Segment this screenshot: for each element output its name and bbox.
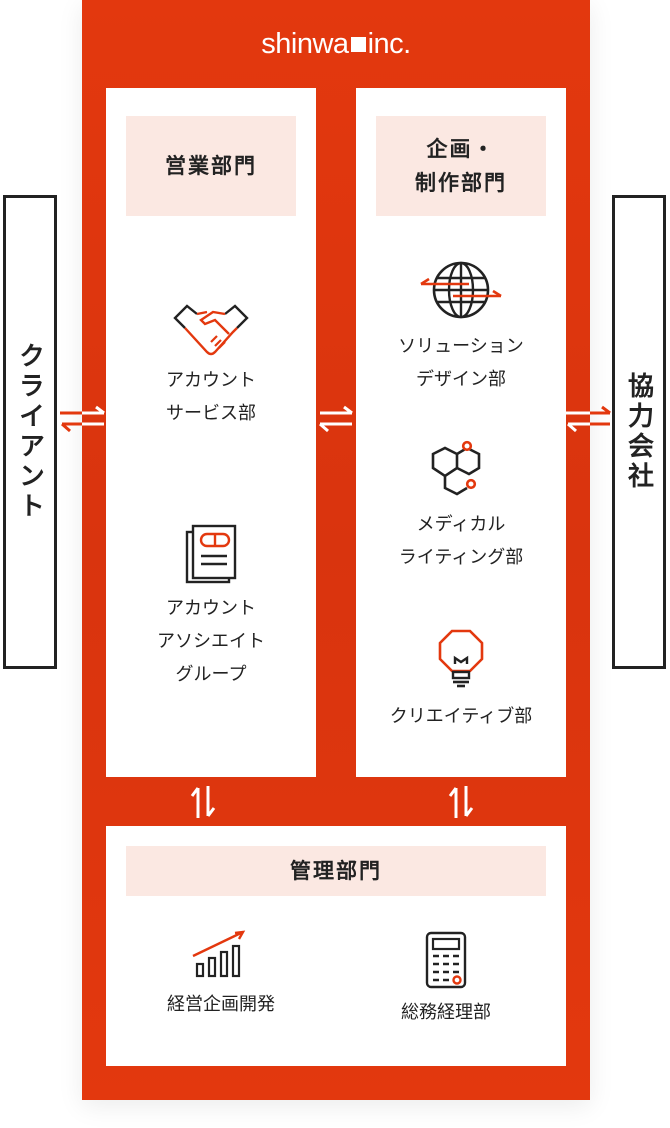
creative-label: クリエイティブ部 xyxy=(389,706,533,727)
company-logo: shinwa inc. xyxy=(82,28,590,61)
molecule-icon xyxy=(431,440,481,496)
solution-design-label-2: デザイン部 xyxy=(416,369,506,390)
sales-division-card: 営業部門 アカウント サービス部 アカウント アソシエイト グループ xyxy=(106,88,316,777)
logo-text-right: inc. xyxy=(367,28,412,60)
production-division-title: 企画・制作部門 xyxy=(376,116,546,216)
vertical-bidirectional-arrow-icon xyxy=(448,786,474,818)
medical-writing-unit: メディカル ライティング部 xyxy=(356,440,566,574)
partner-label: 協力会社 xyxy=(623,372,654,492)
account-associate-label-1: アカウント xyxy=(166,598,256,619)
medical-writing-label-1: メディカル xyxy=(416,514,506,535)
sales-division-title: 営業部門 xyxy=(126,116,296,216)
bidirectional-arrow-icon xyxy=(60,405,105,433)
account-service-label-2: サービス部 xyxy=(166,403,256,424)
account-associate-label-2: アソシエイト xyxy=(157,631,265,652)
corporate-planning-unit: 経営企画開発 xyxy=(136,930,306,1021)
medical-writing-label-2: ライティング部 xyxy=(398,547,524,568)
handshake-icon xyxy=(173,304,249,356)
vertical-bidirectional-arrow-icon xyxy=(190,786,216,818)
partner-box: 協力会社 xyxy=(612,195,666,669)
account-associate-label-3: グループ xyxy=(175,664,247,685)
lightbulb-icon xyxy=(438,629,484,688)
bidirectional-arrow-icon xyxy=(319,405,353,433)
account-associate-unit: アカウント アソシエイト グループ xyxy=(106,524,316,691)
solution-design-unit: ソリューション デザイン部 xyxy=(356,256,566,396)
general-accounting-label: 総務経理部 xyxy=(401,1002,491,1023)
logo-square-icon xyxy=(350,37,366,52)
general-accounting-unit: 総務経理部 xyxy=(361,930,531,1029)
globe-arrows-icon xyxy=(420,261,502,319)
production-title-line2: 制作部門 xyxy=(415,171,507,195)
admin-division-title: 管理部門 xyxy=(126,846,546,896)
corporate-planning-label: 経営企画開発 xyxy=(167,994,275,1015)
solution-design-label-1: ソリューション xyxy=(398,336,524,357)
creative-unit: クリエイティブ部 xyxy=(356,628,566,733)
calculator-icon xyxy=(425,931,467,989)
client-label: クライアント xyxy=(14,342,45,522)
client-box: クライアント xyxy=(3,195,57,669)
bidirectional-arrow-icon xyxy=(566,405,611,433)
document-pill-icon xyxy=(185,524,237,584)
account-service-unit: アカウント サービス部 xyxy=(106,302,316,430)
account-service-label-1: アカウント xyxy=(166,370,256,391)
growth-chart-icon xyxy=(192,930,246,978)
production-title-line1: 企画・ xyxy=(426,137,496,161)
production-division-card: 企画・制作部門 ソリューション デザイン部 メディカル ライティング部 xyxy=(356,88,566,777)
admin-division-card: 管理部門 経営企画開発 総務経理部 xyxy=(106,826,566,1066)
logo-text-left: shinwa xyxy=(261,28,349,60)
